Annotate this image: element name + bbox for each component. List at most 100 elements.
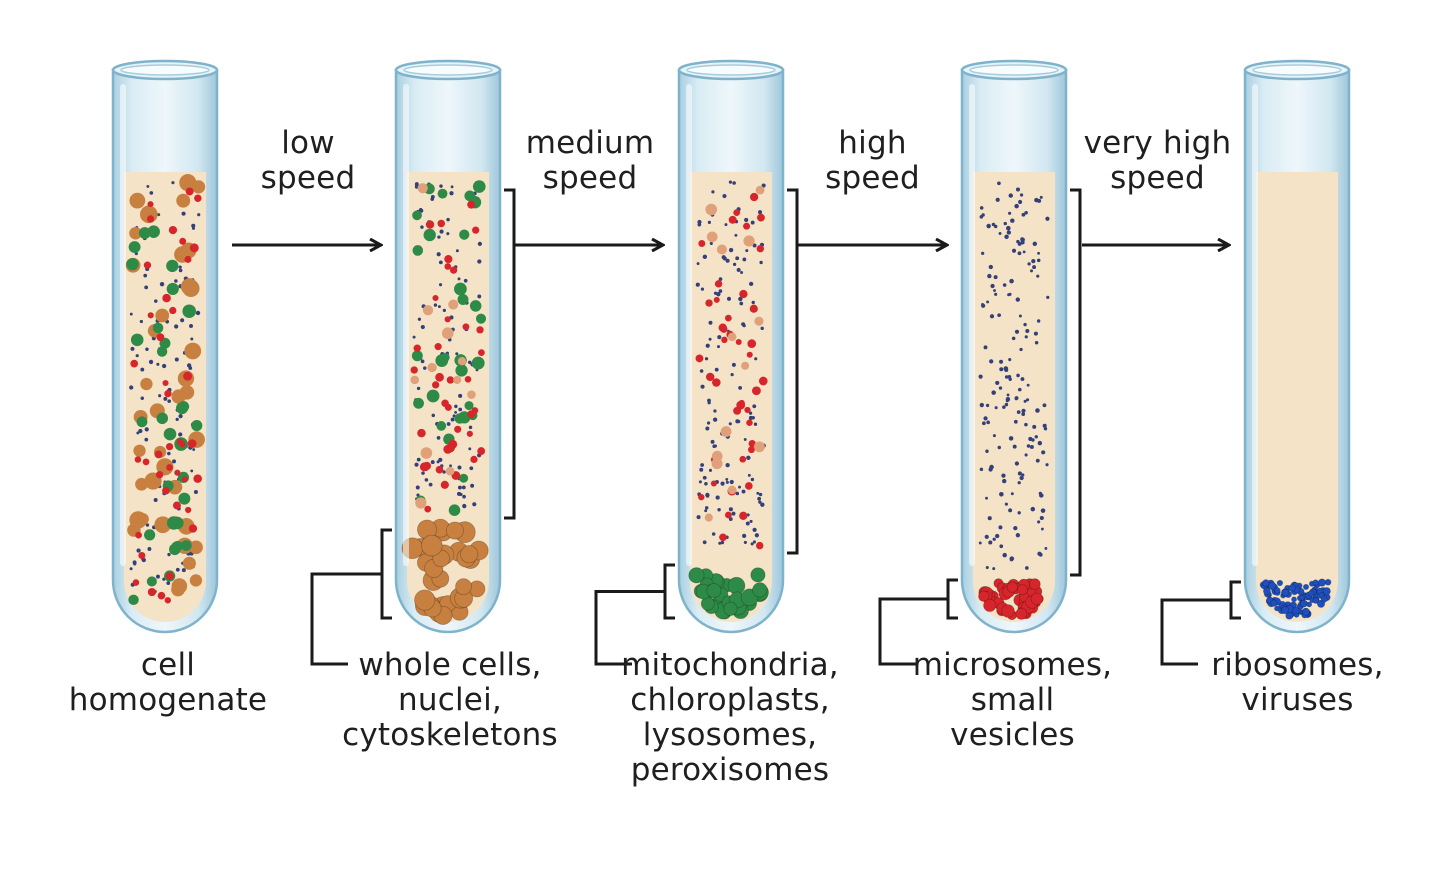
small-particle [985, 403, 990, 408]
mitochondrion [187, 439, 197, 449]
small-particle [1005, 399, 1009, 403]
small-particle [985, 565, 989, 570]
small-particle [999, 367, 1004, 372]
mitochondrion [432, 381, 440, 389]
mitochondrion [156, 333, 165, 342]
mitochondrion [695, 354, 704, 363]
mitochondrion [432, 294, 439, 302]
glass-highlight [1252, 84, 1258, 566]
small-particle [998, 386, 1003, 390]
small-particle [999, 491, 1004, 497]
small-particle [1006, 393, 1010, 397]
small-particle [449, 464, 452, 468]
small-particle [167, 399, 171, 403]
small-particle [1006, 225, 1011, 231]
tube-rim-inner [969, 64, 1059, 76]
small-particle [741, 322, 746, 327]
pellet-bracket [1229, 580, 1241, 620]
small-particle [728, 247, 734, 253]
small-particle [728, 517, 733, 521]
small-particle [1014, 329, 1020, 334]
mitochondrion [174, 469, 181, 476]
small-particle [163, 396, 168, 401]
mitochondrion [134, 456, 142, 463]
small-particle [712, 444, 717, 449]
small-particle [711, 532, 716, 536]
small-particle [1036, 258, 1041, 263]
small-particle [140, 396, 144, 400]
small-particle [758, 500, 762, 504]
small-particle [1015, 533, 1021, 538]
small-particle [1010, 492, 1014, 496]
nucleus [155, 308, 170, 323]
small-particle [149, 191, 154, 195]
small-particle [728, 507, 733, 512]
tube-high-speed [960, 59, 1068, 634]
small-particle [1028, 436, 1033, 442]
small-particle [744, 217, 749, 222]
small-particle [171, 181, 175, 185]
glass-highlight [686, 84, 692, 566]
small-particle [143, 273, 148, 278]
chloroplast [126, 257, 139, 271]
small-particle [145, 523, 150, 527]
pellet-chloroplasts [752, 582, 768, 598]
small-particle [1046, 295, 1050, 299]
nucleus [176, 193, 191, 208]
small-particle [462, 494, 466, 499]
small-particle [467, 360, 472, 365]
nucleus [140, 377, 153, 391]
chloroplast [166, 259, 179, 273]
small-particle [442, 308, 446, 312]
mitochondrion [758, 376, 768, 386]
mitochondrion [756, 245, 764, 253]
small-particle [995, 197, 1000, 202]
chloroplast [146, 576, 157, 587]
small-particle [197, 213, 201, 217]
small-particle [1008, 211, 1012, 215]
small-particle [991, 390, 996, 395]
small-particle [999, 544, 1004, 549]
mitochondrion [162, 293, 171, 303]
mitochondrion [147, 312, 154, 319]
small-particle [129, 385, 134, 390]
small-particle [707, 220, 711, 224]
chloroplast [128, 594, 139, 606]
small-particle [450, 185, 454, 189]
pellet-ribosomes [1307, 590, 1315, 598]
small-particle [709, 241, 713, 246]
mitochondrion [437, 219, 445, 228]
small-particle [477, 241, 482, 247]
chloroplast [180, 540, 192, 551]
small-particle [1026, 444, 1031, 448]
small-particle [716, 345, 721, 349]
chloroplast [166, 282, 179, 296]
small-particle [720, 481, 725, 486]
small-particle [458, 407, 463, 412]
small-particle [1015, 187, 1021, 192]
pellet-microsomes [983, 598, 997, 612]
mitochondrion [725, 314, 732, 322]
small-particle [158, 394, 162, 398]
small-particle [702, 475, 707, 480]
small-particle [760, 326, 764, 331]
mitochondrion [719, 533, 727, 542]
small-particle [178, 413, 183, 419]
small-particle [998, 525, 1003, 530]
mitochondrion [165, 442, 174, 451]
lysosome [753, 441, 765, 453]
vesicle [417, 183, 428, 194]
mitochondrion [476, 326, 484, 334]
mitochondrion [130, 359, 139, 368]
lysosome [704, 513, 713, 522]
mitochondrion [168, 225, 178, 235]
small-particle [433, 303, 438, 307]
mitochondrion [739, 511, 748, 520]
mitochondrion [194, 194, 202, 202]
tube-rim-inner [403, 64, 493, 76]
tube-medium-speed [677, 59, 785, 634]
small-particle [192, 448, 196, 451]
pellet-bracket [663, 563, 675, 620]
small-particle [699, 467, 704, 472]
nucleus [182, 279, 200, 297]
